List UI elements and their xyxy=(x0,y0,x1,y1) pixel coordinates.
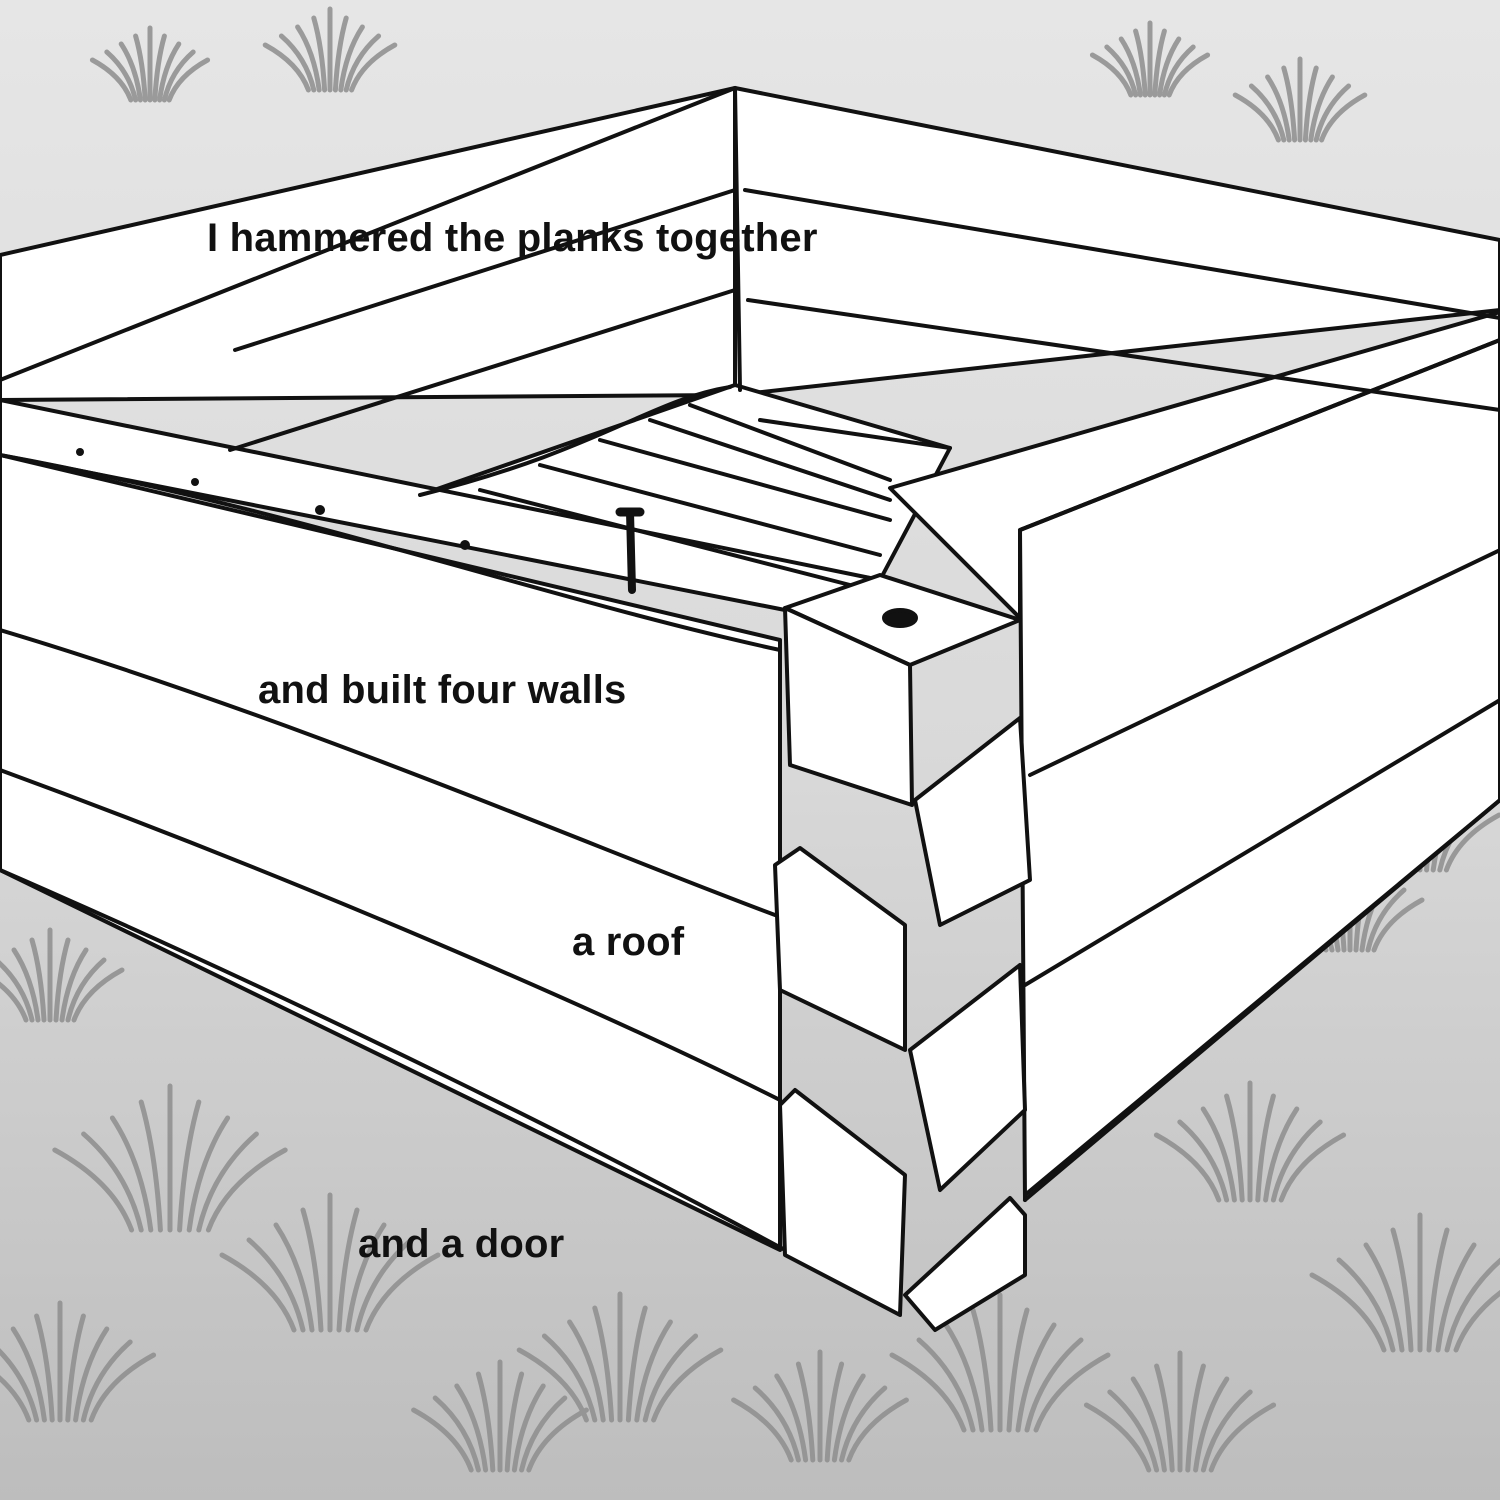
plank-box xyxy=(0,86,1500,1332)
grass-tuft-icon xyxy=(0,927,125,1023)
left-plank-seams xyxy=(0,453,787,1252)
grass-tuft-icon xyxy=(1232,56,1368,143)
floor-lines xyxy=(418,385,952,587)
back-right-wall xyxy=(733,86,1500,397)
log-end-2 xyxy=(913,716,1032,927)
grass-tuft-icon xyxy=(1153,1080,1347,1203)
grass-tuft-icon xyxy=(889,1292,1111,1433)
nail-dots xyxy=(76,448,470,550)
nail-icon xyxy=(615,507,645,594)
back-plank-line xyxy=(0,86,1500,452)
caption-line-1: I hammered the planks together xyxy=(207,216,818,260)
caption-line-4: and a door xyxy=(358,1222,565,1266)
grass-tuft-icon xyxy=(1083,1350,1277,1473)
log-end-1-face xyxy=(783,606,914,807)
grass-tuft-icon xyxy=(89,25,211,103)
right-plank-seams xyxy=(1018,338,1500,1202)
nail-hole xyxy=(882,608,918,628)
grass-field xyxy=(0,6,1500,1473)
log-end-4 xyxy=(908,963,1027,1192)
log-end-5 xyxy=(778,1088,907,1317)
grass-tuft-icon xyxy=(1309,1212,1500,1353)
grass-tuft-icon xyxy=(1089,20,1211,98)
grass-tuft-icon xyxy=(52,1083,288,1233)
grass-tuft-icon xyxy=(219,1192,441,1333)
caption-line-3: a roof xyxy=(572,920,685,964)
left-outer-wall xyxy=(0,453,782,1252)
grass-tuft-icon xyxy=(731,1349,909,1463)
grass-tuft-icon xyxy=(0,1300,157,1423)
log-end-6 xyxy=(903,1196,1027,1332)
grass-tuft-icon xyxy=(411,1359,589,1473)
log-end-3 xyxy=(773,846,907,1052)
caption-line-2: and built four walls xyxy=(258,668,627,712)
grass-tuft-icon xyxy=(262,6,398,93)
